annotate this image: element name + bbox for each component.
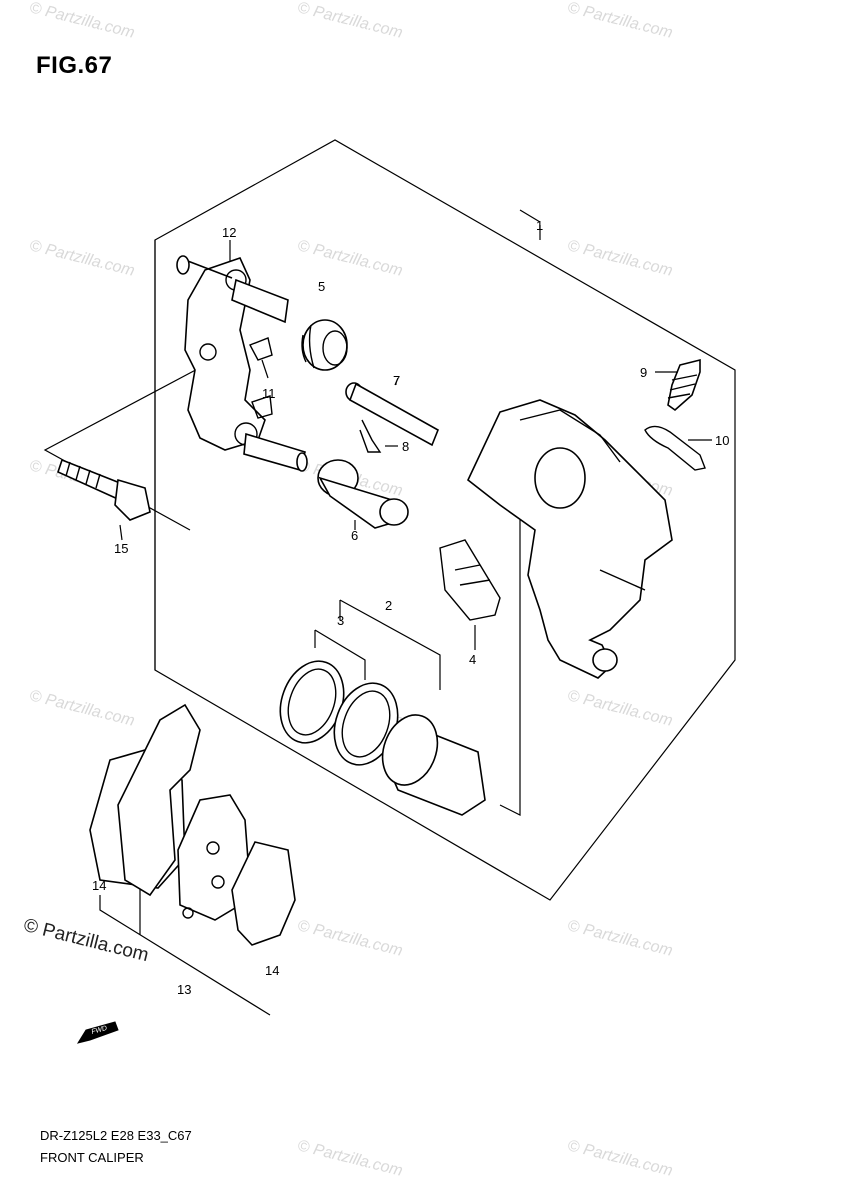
figure-title: FIG.67 bbox=[36, 52, 113, 79]
callout-10: 10 bbox=[715, 433, 729, 448]
diagram-name: FRONT CALIPER bbox=[40, 1150, 144, 1165]
callout-7: 7 bbox=[393, 373, 400, 388]
assembly-outline bbox=[43, 139, 736, 1016]
callout-2: 2 bbox=[385, 598, 392, 613]
caliper-body bbox=[467, 399, 673, 679]
forward-arrow-label: FWD bbox=[91, 1025, 108, 1036]
callout-1: 1 bbox=[536, 218, 543, 233]
callout-9: 9 bbox=[640, 365, 647, 380]
callout-12: 12 bbox=[222, 225, 236, 240]
slide-pin bbox=[317, 459, 409, 529]
callout-5: 5 bbox=[318, 279, 325, 294]
piston bbox=[381, 714, 486, 816]
mounting-bolt bbox=[57, 458, 151, 521]
callout-14: 14 bbox=[92, 878, 106, 893]
callout-11: 11 bbox=[262, 386, 276, 401]
pad-pin bbox=[345, 382, 440, 453]
callout-3: 3 bbox=[337, 613, 344, 628]
boot-part bbox=[301, 319, 348, 371]
piston-seals bbox=[279, 660, 399, 766]
callout-13: 13 bbox=[177, 982, 191, 997]
callout-labels: 1 2 3 4 5 6 7 8 9 10 11 12 13 14 14 15 bbox=[92, 218, 729, 997]
model-code: DR-Z125L2 E28 E33_C67 bbox=[40, 1128, 192, 1143]
callout-14-right: 14 bbox=[265, 963, 279, 978]
callout-15: 15 bbox=[114, 541, 128, 556]
pad-spring bbox=[439, 539, 501, 621]
caliper-bracket bbox=[176, 255, 308, 472]
brake-pads bbox=[89, 703, 296, 946]
forward-arrow-icon: FWD bbox=[76, 1021, 119, 1044]
bleeder-valve bbox=[644, 358, 706, 471]
callout-4: 4 bbox=[469, 652, 476, 667]
callout-6: 6 bbox=[351, 528, 358, 543]
leader-lines bbox=[119, 225, 712, 650]
callout-8: 8 bbox=[402, 439, 409, 454]
